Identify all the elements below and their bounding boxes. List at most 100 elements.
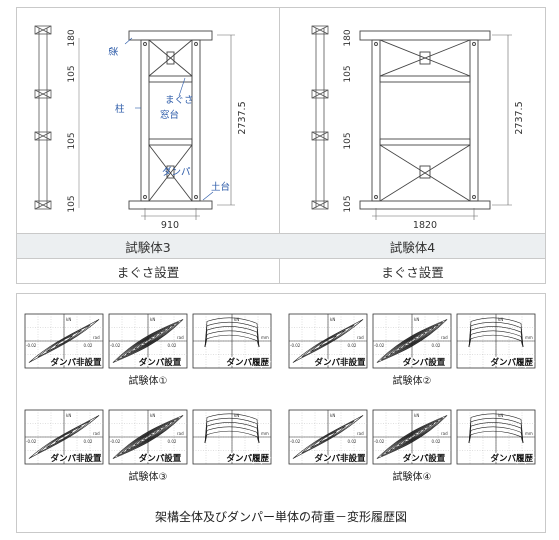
damper-loop <box>468 426 524 444</box>
damper-loop <box>468 422 524 444</box>
axis-unit-load: kN <box>414 317 419 322</box>
hysteresis-loop <box>292 415 364 459</box>
plot-label: ダンパ非設置 <box>314 357 366 368</box>
label-brace: まぐさ <box>165 95 194 106</box>
dim-label-105-b: 105 <box>67 132 77 149</box>
specimen-group-2: kNrad0.02-0.02ダンパ非設置kNrad0.02-0.02ダンパ設置k… <box>288 313 536 387</box>
hysteresis-loop <box>319 431 337 443</box>
damper-loop <box>204 321 260 348</box>
damper-loop <box>204 422 260 444</box>
damper-loop <box>468 430 524 444</box>
hysteresis-loop <box>117 417 179 457</box>
tick-neg: -0.02 <box>110 439 121 444</box>
plot-label: ダンパ履歴 <box>490 357 533 368</box>
axis-unit-disp: mm <box>261 335 269 340</box>
specimen-spec-3: まぐさ設置 <box>116 265 180 280</box>
axis-unit-disp: mm <box>525 431 533 436</box>
axis-unit-disp: rad <box>177 335 184 340</box>
hysteresis-loop <box>402 335 422 347</box>
label-column: 柱 <box>115 103 125 115</box>
specimen-name-4: 試験体4 <box>389 239 436 255</box>
damper-loop <box>468 413 524 444</box>
hysteresis-loop <box>376 319 448 363</box>
width-label-4: 1820 <box>413 220 437 231</box>
plot-label: ダンパ履歴 <box>226 453 269 464</box>
hysteresis-loop <box>117 321 179 361</box>
dim-label-105-a: 105 <box>67 65 77 82</box>
damper-loop <box>468 334 524 348</box>
damper-loop <box>204 426 260 444</box>
hysteresis-loop <box>301 420 355 454</box>
height-label-4: 2737.5 <box>514 101 525 134</box>
width-dimension-3 <box>141 208 200 220</box>
hysteresis-loop <box>55 431 73 443</box>
tick-pos: 0.02 <box>432 439 441 444</box>
dim-label-105-c: 105 <box>67 195 77 212</box>
specimen-spec-4: まぐさ設置 <box>381 265 444 280</box>
hysteresis-loop <box>46 329 82 353</box>
axis-unit-load: kN <box>66 317 71 322</box>
label-damper: ダンパ <box>162 166 191 178</box>
hysteresis-loop <box>381 321 443 361</box>
specimen-name-3: 試験体3 <box>125 239 171 255</box>
label-base: 土台 <box>211 181 230 193</box>
hysteresis-loop <box>28 319 100 363</box>
hysteresis-caption: 架構全体及びダンパー単体の荷重－変形履歴図 <box>154 510 407 524</box>
specimen-group-1: kNrad0.02-0.02ダンパ非設置kNrad0.02-0.02ダンパ設置k… <box>24 313 272 387</box>
hysteresis-loop <box>406 337 418 345</box>
specimen-group-3: kNrad0.02-0.02ダンパ非設置kNrad0.02-0.02ダンパ設置k… <box>24 409 272 483</box>
damper-loop <box>204 417 260 444</box>
hysteresis-loop <box>310 425 346 449</box>
damper-loop <box>468 417 524 444</box>
hysteresis-loop <box>125 423 171 451</box>
height-dimension-3 <box>217 34 235 206</box>
specimen-label-1: 試験体① <box>129 374 168 387</box>
damper-loop <box>204 413 260 444</box>
hysteresis-loop <box>125 327 171 355</box>
frame-structure-3 <box>128 30 213 210</box>
frame-3-svg: 180 105 105 105 <box>34 25 248 231</box>
hysteresis-loop <box>292 319 364 363</box>
hysteresis-loop <box>398 332 426 350</box>
frame-structure-4 <box>359 30 491 210</box>
tick-pos: 0.02 <box>348 343 357 348</box>
hysteresis-loop <box>37 324 91 358</box>
axis-unit-disp: rad <box>441 335 448 340</box>
dim-label-105-b-4: 105 <box>343 132 353 149</box>
dim-label-105-c-4: 105 <box>343 195 353 212</box>
specimen-table: 180 105 105 105 <box>16 7 546 284</box>
tick-pos: 0.02 <box>168 343 177 348</box>
frame-drawing-specimen-4: 180 105 105 105 2737. <box>280 8 545 233</box>
hysteresis-loop <box>394 329 430 353</box>
specimen-spec-row: まぐさ設置 まぐさ設置 <box>17 259 545 284</box>
axis-unit-disp: rad <box>357 335 364 340</box>
damper-loop <box>468 317 524 348</box>
dim-label-180: 180 <box>67 29 77 46</box>
hysteresis-loop <box>134 332 162 350</box>
damper-loop <box>204 430 260 444</box>
hysteresis-loop <box>385 324 439 358</box>
hysteresis-loop <box>28 415 100 459</box>
damper-loop <box>204 326 260 348</box>
axis-unit-disp: rad <box>357 431 364 436</box>
axis-unit-disp: rad <box>177 431 184 436</box>
hysteresis-loop <box>406 433 418 441</box>
damper-loop <box>468 321 524 348</box>
specimen-label-2: 試験体② <box>393 374 432 387</box>
hysteresis-loop <box>138 431 158 443</box>
frame-drawing-specimen-3: 180 105 105 105 <box>17 8 279 233</box>
tick-pos: 0.02 <box>84 343 93 348</box>
axis-unit-load: kN <box>498 317 503 322</box>
plot-label: ダンパ設置 <box>139 357 182 368</box>
tick-neg: -0.02 <box>374 343 385 348</box>
plot-label: ダンパ設置 <box>139 453 182 464</box>
damper-loop <box>468 330 524 348</box>
